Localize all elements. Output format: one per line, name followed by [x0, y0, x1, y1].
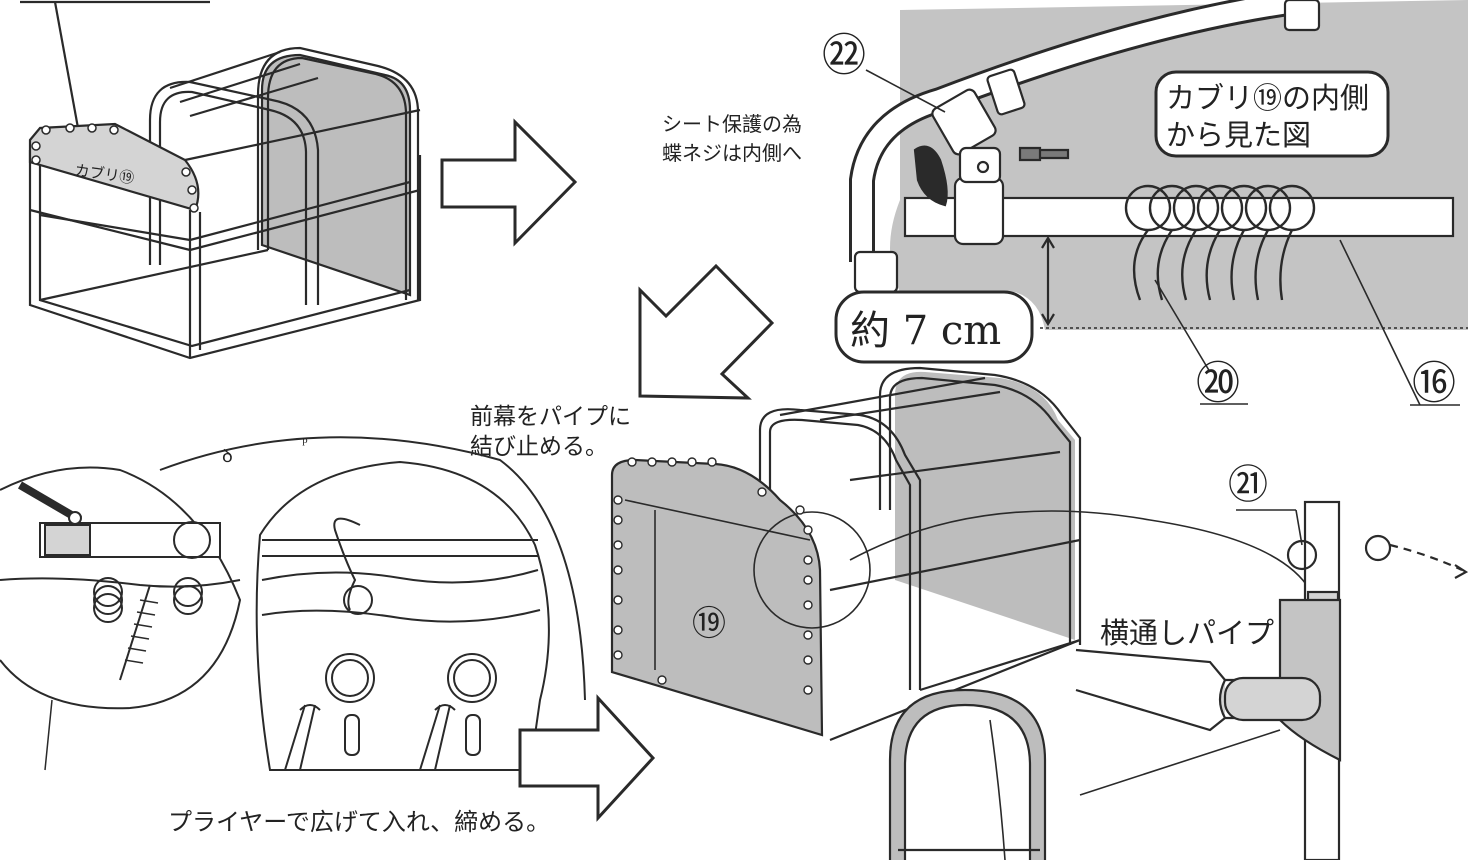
sheet-protection-note-line1: シート保護の為 [662, 112, 802, 136]
front-tie-note-line1: 前幕をパイプに [470, 404, 631, 430]
part-number-22: ㉒ [822, 30, 866, 81]
pliers-note: プライヤーで広げて入れ、締める。 [168, 808, 550, 836]
svg-text:ꝺ: ꝺ [222, 446, 233, 466]
frame-with-canopy-illustration [20, 0, 422, 360]
part-number-19: ⑲ [692, 604, 726, 644]
inside-view-callout-box [1154, 70, 1390, 158]
svg-text:ᵖ: ᵖ [302, 432, 308, 452]
arrow-down-left-icon [638, 263, 775, 400]
cross-pipe-label: 横通しパイプ [1100, 616, 1274, 650]
sheet-protection-note-line2: 蝶ネジは内側へ [662, 141, 802, 165]
part-number-20: ⑳ [1196, 358, 1240, 409]
arrow-right-bottom-icon [518, 694, 656, 822]
distance-label: 約 7 cm [850, 308, 1001, 354]
front-tie-note-line2: 結び止める。 [470, 434, 608, 460]
part-number-16: ⑯ [1412, 358, 1456, 409]
hook-detail-illustration: ꝺ ᵖ [0, 432, 586, 771]
frame-with-front-sheet-illustration [610, 366, 1311, 742]
part-number-21: ㉑ [1228, 462, 1268, 508]
inside-view-title-line2: から見た図 [1166, 118, 1311, 152]
distance-callout-box [834, 290, 1034, 364]
inside-view-title-line1: カブリ⑲の内側 [1166, 81, 1369, 115]
arrow-right-icon [440, 118, 578, 247]
pipe-joint-illustration [888, 500, 1468, 860]
